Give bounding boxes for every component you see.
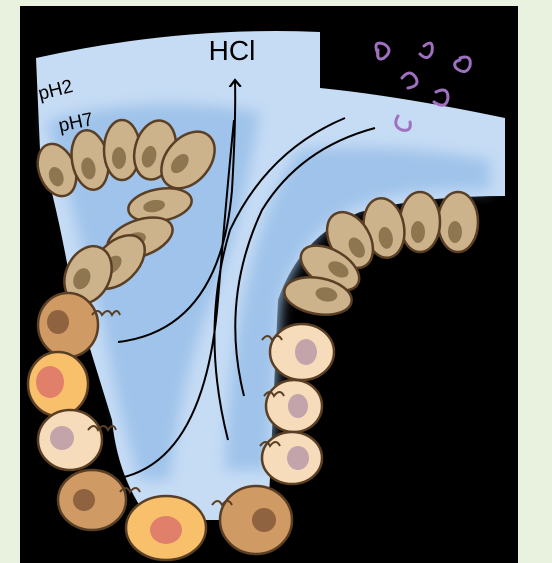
gland-cell	[262, 432, 322, 484]
chief-cell	[38, 293, 98, 357]
parietal-cell	[28, 352, 88, 416]
surface-cell	[438, 192, 478, 252]
surface-cell	[400, 192, 440, 252]
gland-cell	[38, 410, 102, 470]
gland-cell	[266, 380, 322, 432]
gland-cell	[270, 324, 334, 380]
chief-cell	[58, 470, 126, 530]
hcl-label: HCl	[209, 35, 256, 66]
chief-cell	[220, 486, 292, 554]
parietal-cell-bottom	[126, 496, 206, 560]
